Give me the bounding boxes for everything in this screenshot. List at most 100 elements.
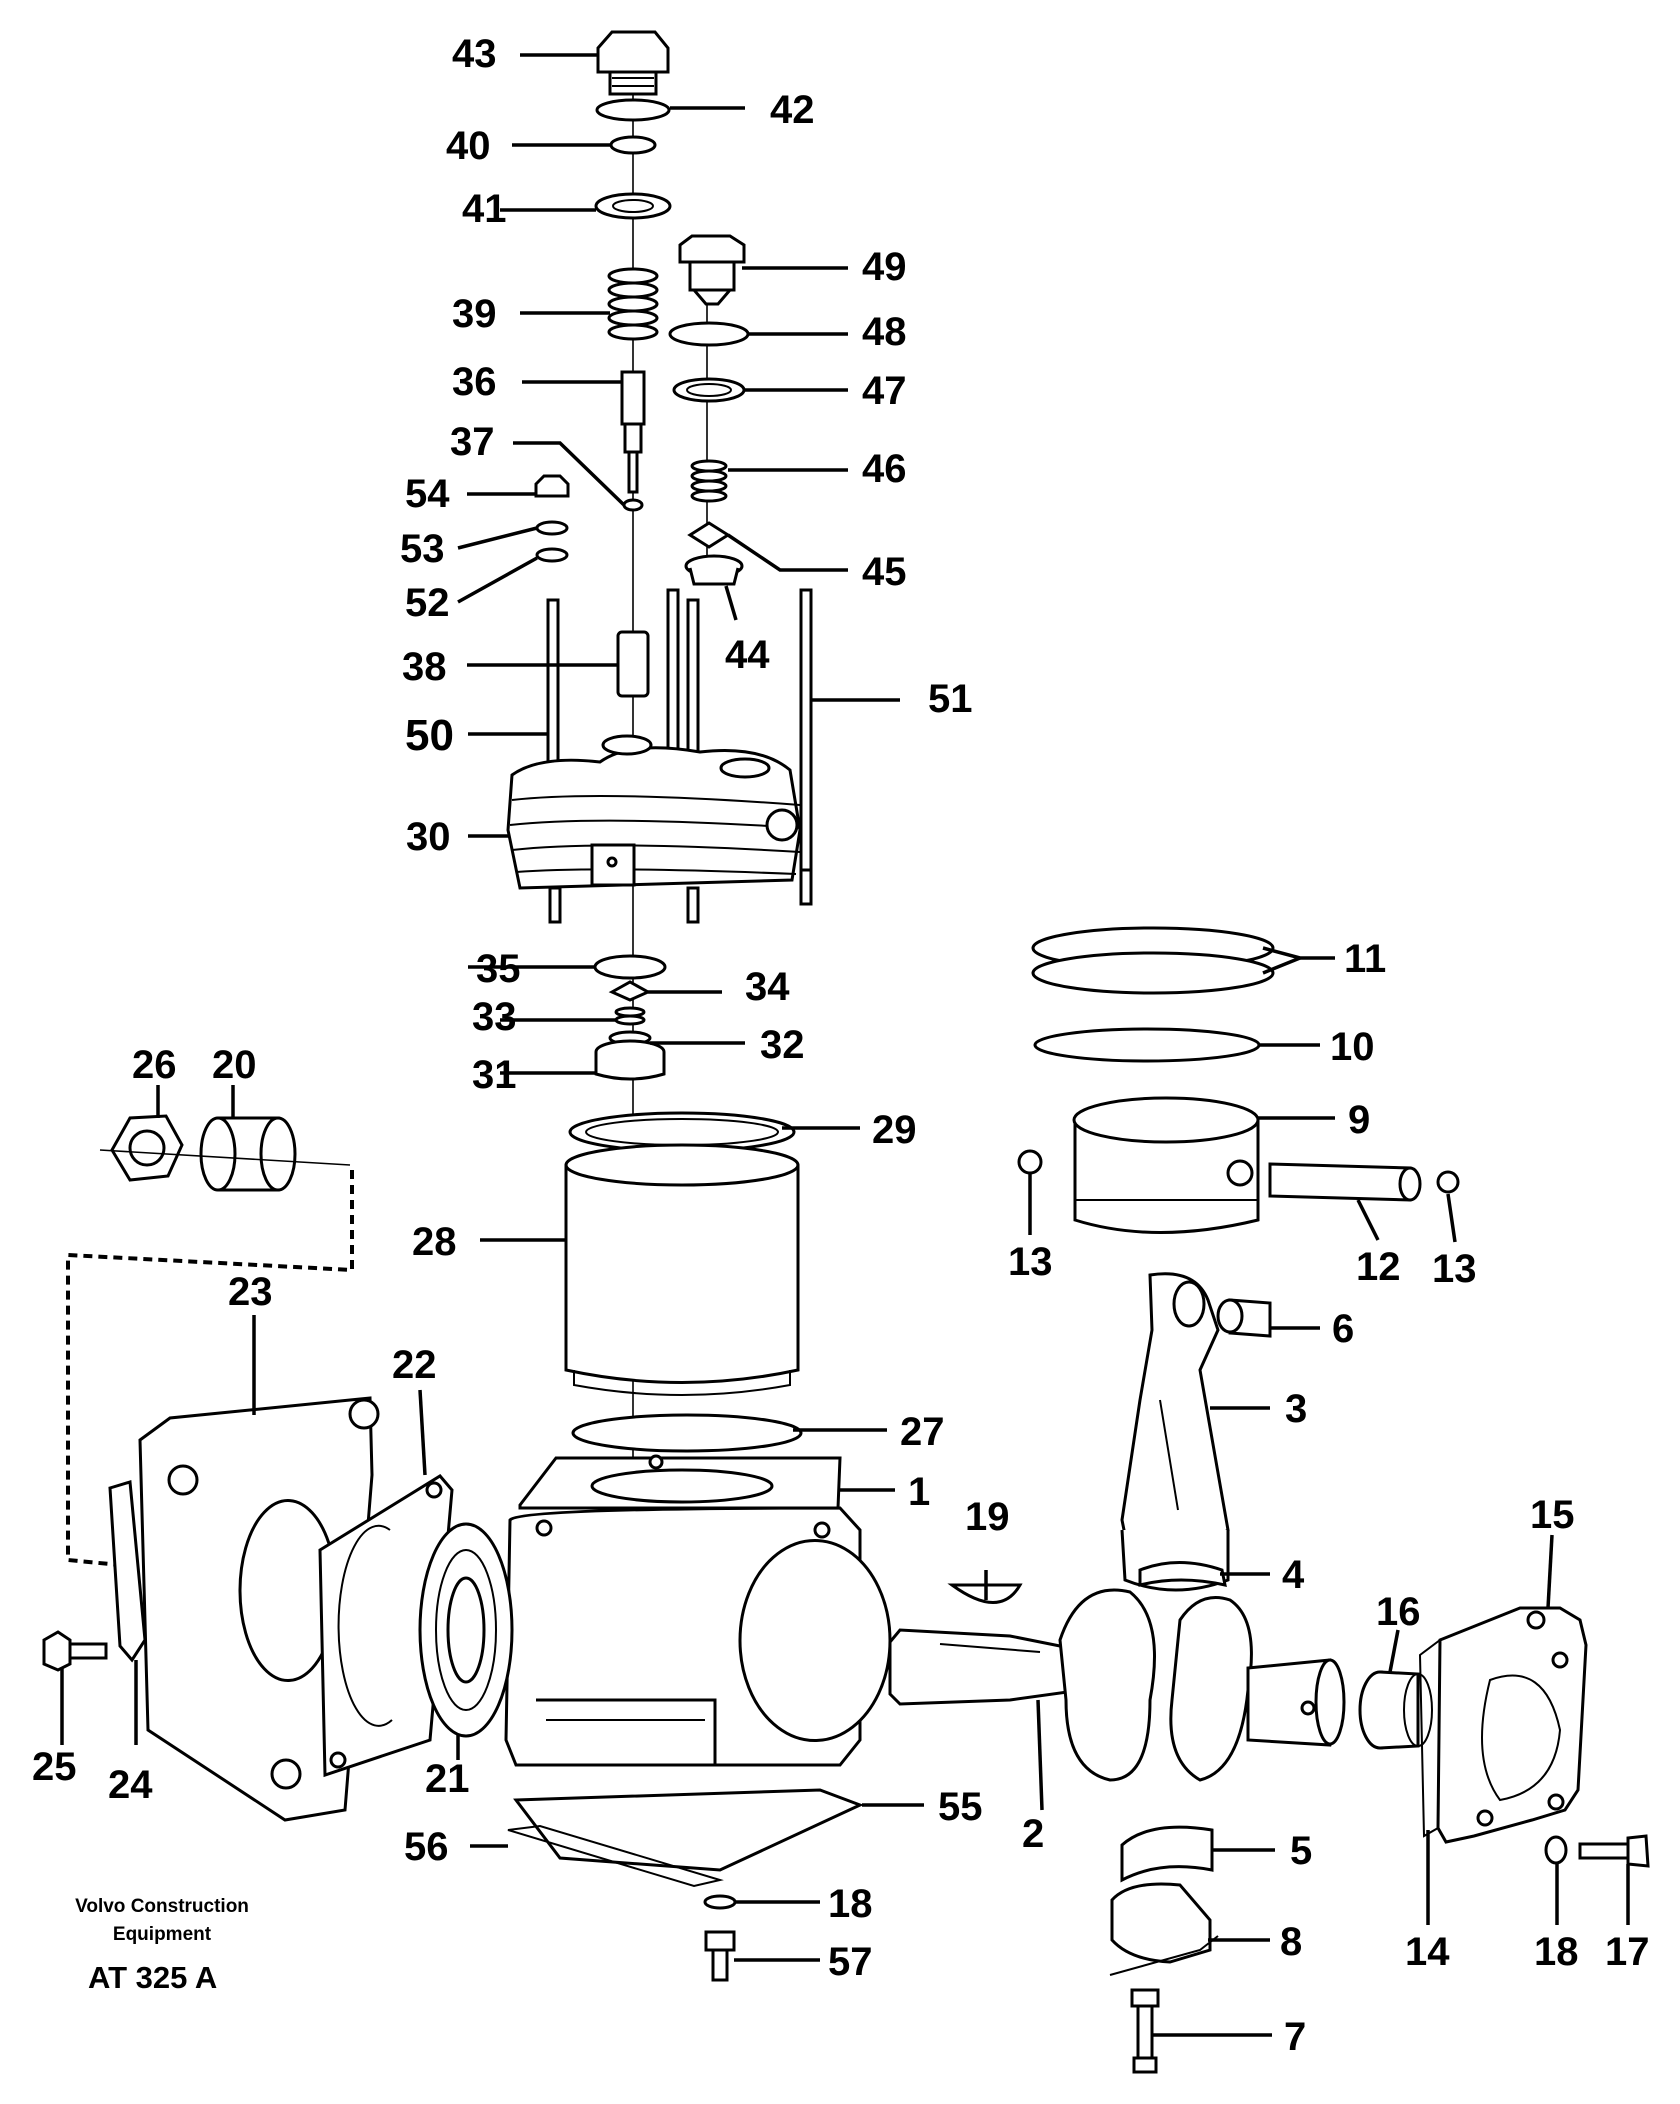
part-37-small-ring	[622, 498, 644, 512]
callout-35: 35	[476, 947, 521, 991]
callout-38: 38	[402, 645, 447, 689]
part-39-spring	[607, 267, 659, 341]
part-13-circlip-left	[1017, 1149, 1043, 1175]
callout-47: 47	[862, 369, 907, 413]
callout-39: 39	[452, 292, 497, 336]
callout-30: 30	[406, 815, 451, 859]
callout-22: 22	[392, 1343, 437, 1387]
callout-37: 37	[450, 420, 495, 464]
callout-45: 45	[862, 550, 907, 594]
company-name-line1: Volvo Construction	[75, 1896, 249, 1917]
leader-lines	[60, 53, 1630, 2037]
part-27-gasket	[571, 1413, 803, 1453]
part-41-ring	[594, 192, 672, 220]
company-name-line2: Equipment	[113, 1924, 212, 1945]
callout-21: 21	[425, 1757, 470, 1801]
callout-33: 33	[472, 995, 517, 1039]
part-10-piston-ring	[1033, 1027, 1261, 1063]
part-16-bearing	[1358, 1670, 1433, 1750]
part-9-piston	[1072, 1096, 1260, 1234]
part-17-bolt	[1578, 1834, 1650, 1868]
part-57-bolt	[704, 1930, 736, 1982]
callout-11: 11	[1344, 937, 1386, 981]
callout-52: 52	[405, 581, 450, 625]
part-7-bolt	[1130, 1988, 1160, 2074]
callout-19: 19	[965, 1495, 1010, 1539]
callout-20: 20	[212, 1043, 257, 1087]
part-30-cylinder-head	[506, 734, 813, 924]
callout-50: 50	[405, 711, 454, 760]
dashed-relation-line	[66, 1170, 354, 1567]
part-20-sleeve	[199, 1116, 297, 1192]
part-44-valve-seat	[684, 554, 744, 586]
part-47-ring	[672, 377, 746, 403]
callout-31: 31	[472, 1053, 517, 1097]
part-56-base-plate	[507, 1824, 724, 1888]
part-14-gasket	[1418, 1637, 1442, 1838]
part-36-valve-stem	[620, 370, 646, 494]
callout-46: 46	[862, 447, 907, 491]
callout-28: 28	[412, 1220, 457, 1264]
callout-10: 10	[1330, 1025, 1375, 1069]
part-23-bearing-housing	[138, 1396, 380, 1822]
part-18-washer-cover	[1544, 1835, 1568, 1865]
part-46-spring	[690, 459, 728, 503]
callout-18-cover: 18	[1534, 1930, 1579, 1974]
parts-drawing	[42, 30, 1650, 2074]
callout-6: 6	[1332, 1307, 1354, 1351]
callout-51: 51	[928, 677, 973, 721]
callout-48: 48	[862, 310, 907, 354]
part-3-connecting-rod	[1120, 1272, 1230, 1592]
part-8-bearing-cap	[1109, 1882, 1219, 1976]
callout-49: 49	[862, 245, 907, 289]
part-34-valve-disc	[608, 980, 652, 1002]
callout-41: 41	[462, 187, 507, 231]
callout-54: 54	[405, 472, 450, 516]
part-1-crankcase	[504, 1454, 892, 1767]
publisher-stamp: Volvo Construction Equipment AT 325 A	[75, 1896, 249, 1995]
part-51-stud	[799, 588, 813, 902]
callout-44: 44	[725, 633, 770, 677]
part-15-end-cover	[1436, 1606, 1588, 1844]
part-28-cylinder-liner	[564, 1143, 800, 1396]
part-18-washer	[703, 1894, 737, 1910]
part-26-nut	[110, 1114, 184, 1182]
callout-53: 53	[400, 527, 445, 571]
part-40-washer	[609, 135, 657, 155]
part-6-bushing	[1216, 1298, 1272, 1338]
callout-24: 24	[108, 1763, 153, 1807]
drawing-code: AT 325 A	[88, 1960, 217, 1995]
callout-7: 7	[1284, 2015, 1306, 2059]
callout-56: 56	[404, 1825, 449, 1869]
part-50-stud	[546, 598, 560, 772]
callout-36: 36	[452, 360, 497, 404]
callout-13-right: 13	[1432, 1247, 1477, 1291]
callout-29: 29	[872, 1108, 917, 1152]
callout-42: 42	[770, 88, 815, 132]
part-2-crankshaft	[888, 1588, 1346, 1782]
part-12-piston-pin	[1268, 1162, 1422, 1202]
part-35-ring	[593, 954, 667, 980]
callout-25: 25	[32, 1745, 77, 1789]
callout-9: 9	[1348, 1098, 1370, 1142]
part-52-washer	[535, 547, 569, 563]
part-5-bearing-shell	[1120, 1825, 1214, 1883]
part-4-bearing-shell	[1138, 1561, 1227, 1587]
part-42-seal-ring	[595, 98, 671, 122]
callout-2: 2	[1022, 1812, 1044, 1856]
part-55-gasket	[513, 1788, 864, 1872]
callout-4: 4	[1282, 1553, 1305, 1597]
callout-34: 34	[745, 965, 790, 1009]
callout-27: 27	[900, 1410, 945, 1454]
part-24-clamp	[108, 1480, 147, 1663]
callout-17: 17	[1605, 1930, 1650, 1974]
part-31-valve-seat	[594, 1039, 666, 1081]
callout-16: 16	[1376, 1590, 1421, 1634]
part-11-piston-rings	[1031, 926, 1275, 995]
callout-14: 14	[1405, 1930, 1450, 1974]
part-49-valve-plug	[678, 234, 746, 306]
part-33-spring	[614, 1006, 646, 1026]
part-25-bolt	[42, 1630, 108, 1672]
callout-15: 15	[1530, 1493, 1575, 1537]
